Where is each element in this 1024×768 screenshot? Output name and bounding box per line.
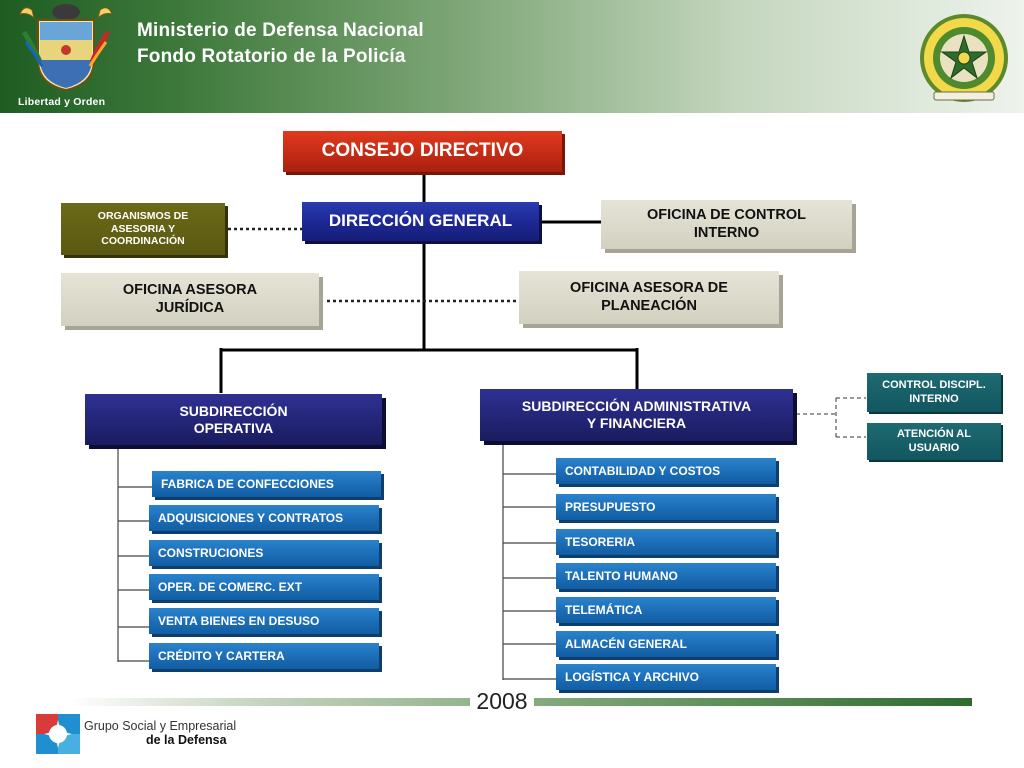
admin-item: CONTABILIDAD Y COSTOS [556,458,776,484]
ministry-title: Ministerio de Defensa Nacional [137,20,424,41]
subdireccion-administrativa-box: SUBDIRECCIÓN ADMINISTRATIVA Y FINANCIERA [480,389,793,441]
footer-year: 2008 [470,688,534,715]
consejo-directivo-box: CONSEJO DIRECTIVO [283,131,562,172]
admin-item: PRESUPUESTO [556,494,776,520]
admin-item: TALENTO HUMANO [556,563,776,589]
operativa-item: OPER. DE COMERC. EXT [149,574,379,600]
operativa-item: CRÉDITO Y CARTERA [149,643,379,669]
direccion-general-box: DIRECCIÓN GENERAL [302,202,539,241]
oficina-control-interno-box: OFICINA DE CONTROL INTERNO [601,200,852,249]
operativa-item: CONSTRUCIONES [149,540,379,566]
oficina-asesora-juridica-box: OFICINA ASESORA JURÍDICA [61,273,319,326]
admin-item: TESORERIA [556,529,776,555]
oficina-asesora-planeacion-box: OFICINA ASESORA DE PLANEACIÓN [519,271,779,324]
admin-item: ALMACÉN GENERAL [556,631,776,657]
subdireccion-operativa-box: SUBDIRECCIÓN OPERATIVA [85,394,382,445]
operativa-item: ADQUISICIONES Y CONTRATOS [149,505,379,531]
group-name-line2: de la Defensa [146,733,227,747]
grupo-social-logo-icon [36,714,80,754]
motto-text: Libertad y Orden [18,96,106,108]
operativa-item: VENTA BIENES EN DESUSO [149,608,379,634]
admin-item: TELEMÁTICA [556,597,776,623]
colombia-coat-of-arms-icon [19,4,113,92]
control-disciplinario-box: CONTROL DISCIPL. INTERNO [867,373,1001,412]
organismos-asesoria-box: ORGANISMOS DE ASESORIA Y COORDINACIÓN [61,203,225,255]
atencion-usuario-box: ATENCIÓN AL USUARIO [867,423,1001,460]
group-name-line1: Grupo Social y Empresarial [84,719,237,733]
police-seal-icon [920,14,1008,102]
fund-title: Fondo Rotatorio de la Policía [137,46,406,67]
operativa-item: FABRICA DE CONFECCIONES [152,471,381,497]
header-banner: Libertad y Orden Ministerio de Defensa N… [0,0,1024,113]
admin-item: LOGÍSTICA Y ARCHIVO [556,664,776,690]
